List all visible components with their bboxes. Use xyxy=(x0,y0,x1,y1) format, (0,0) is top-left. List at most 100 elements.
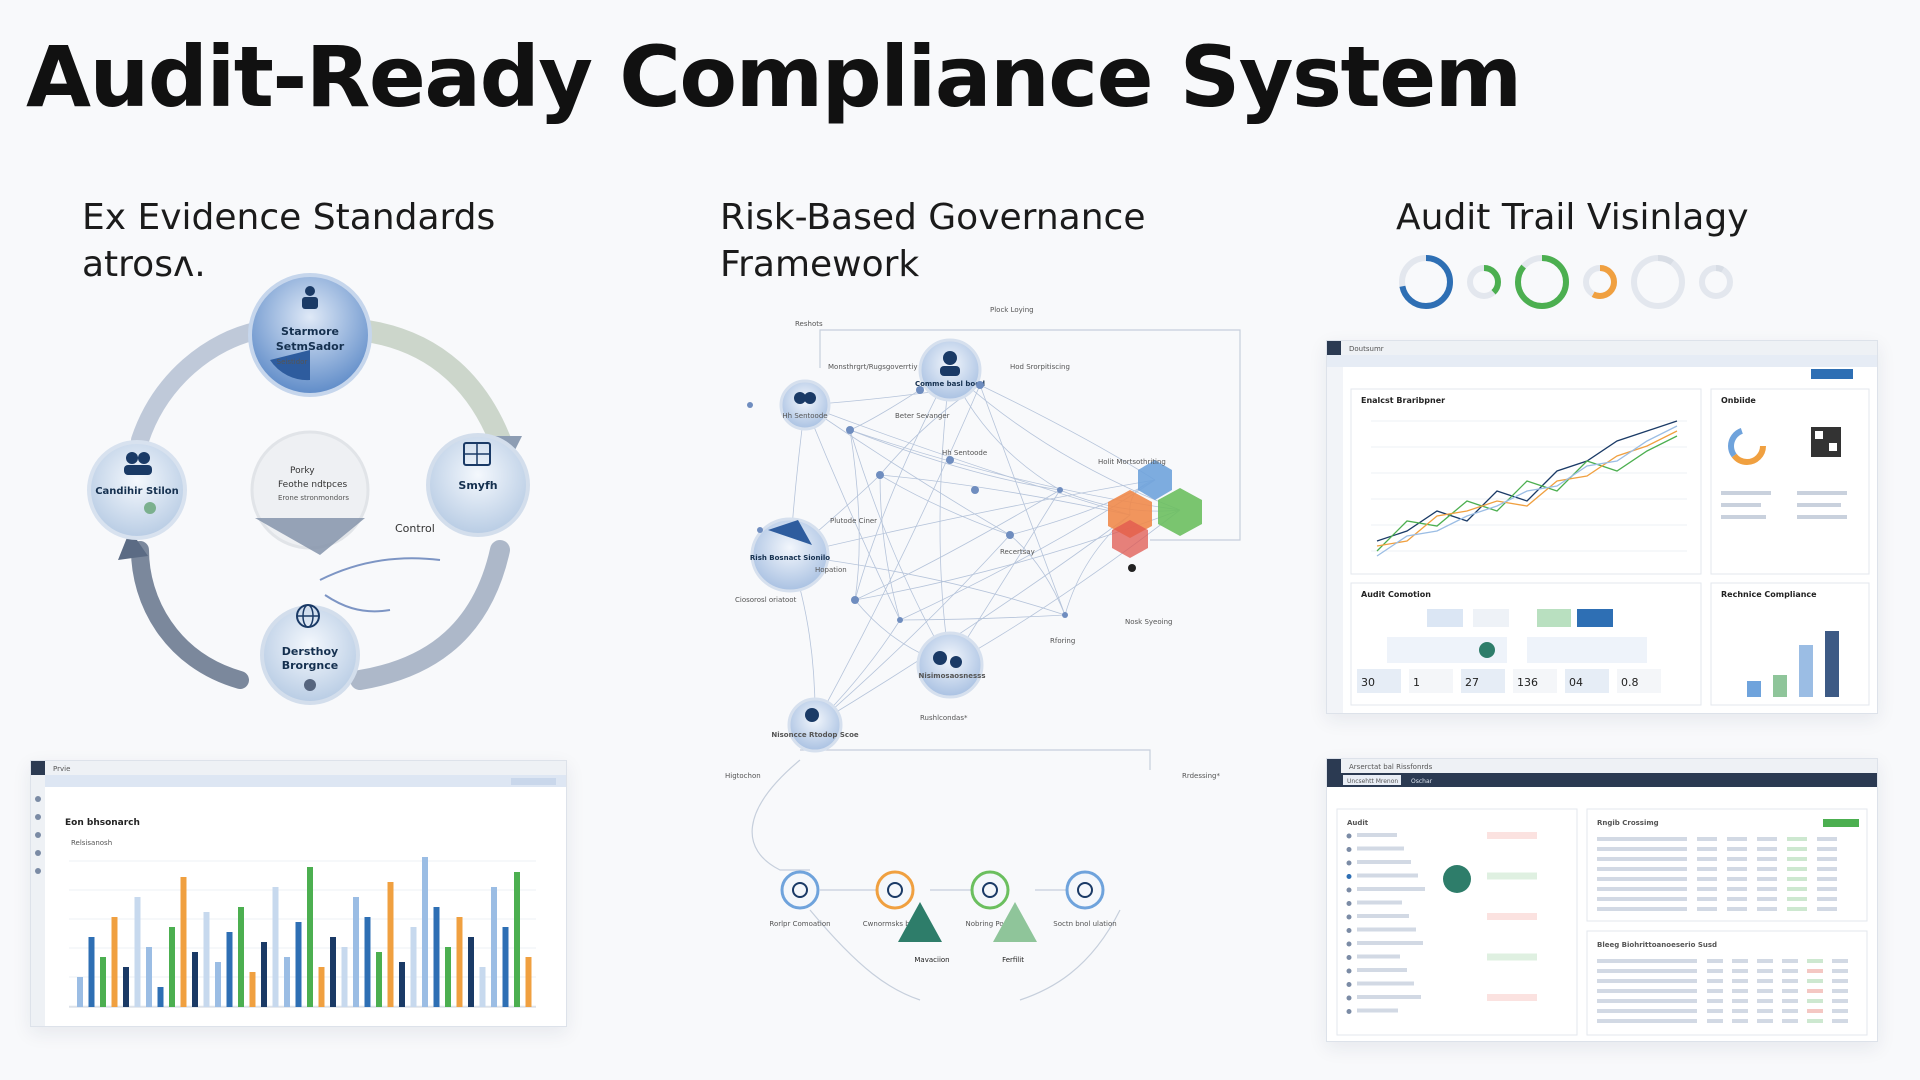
label-rforing: Rforing xyxy=(1050,637,1075,645)
sidebar-icons xyxy=(35,796,41,874)
cycle-arc-top-right xyxy=(349,319,511,451)
list-bullet xyxy=(1346,928,1352,933)
process-step-label: Rorlpr Comoation xyxy=(769,920,830,928)
panel1-button xyxy=(1823,819,1859,827)
node-center-line1: Porky xyxy=(290,466,315,476)
metric-tile xyxy=(1617,669,1661,693)
governance-network-diagram: Comme basl bood Hh Sentoode Rish Bosnact… xyxy=(725,306,1241,1001)
node-bottom-line2: Brorgnce xyxy=(282,659,338,672)
list-bullet xyxy=(1346,995,1352,1001)
governance-title-line1: Risk-Based Governance xyxy=(720,197,1146,238)
evidence-dashboard-window[interactable]: Prvie Eon bhsonarch Relsisanosh xyxy=(30,760,567,1027)
list-item xyxy=(1357,981,1414,986)
bar xyxy=(261,942,267,1007)
table-row xyxy=(1597,979,1697,983)
bottom-triangles: Mavaciion Ferfilit xyxy=(898,902,1037,964)
bar xyxy=(88,937,95,1007)
bar xyxy=(318,967,325,1007)
list-bullet xyxy=(1346,833,1352,839)
node-hh-label: Hh Sentoode xyxy=(782,412,827,420)
bar xyxy=(491,887,497,1007)
audit-list xyxy=(1346,832,1537,1014)
audit-table-window[interactable]: Arserctat bal Rissfonrds Uncsehtt Mrenon… xyxy=(1326,758,1878,1042)
list-title: Audit xyxy=(1347,819,1369,827)
list-bullet xyxy=(1346,847,1352,852)
audit-progress-rings xyxy=(1399,255,1733,309)
progress-ring xyxy=(1467,265,1501,299)
cycle-arc-right-bottom xyxy=(350,540,510,690)
bar xyxy=(123,967,129,1007)
progress-ring xyxy=(1699,265,1733,299)
evidence-title-line1: Ex Evidence Standards xyxy=(82,197,496,238)
label-hod: Hod Srorpitiscing xyxy=(1010,363,1070,371)
status-badge xyxy=(1487,832,1537,839)
label-hh-2: Hh Sentoode xyxy=(942,449,987,457)
node-center-line2: Feothe ndtpces xyxy=(278,480,348,490)
label-higtochon: Higtochon xyxy=(725,772,761,780)
list-bullet xyxy=(1346,968,1352,974)
label-monsthrgrt: Monsthrgrt/Rugsgoverrtiy xyxy=(828,363,917,371)
bar xyxy=(502,927,509,1007)
tab-1: Uncsehtt Mrenon xyxy=(1347,778,1398,785)
node-top-line2: SetmSador xyxy=(276,340,345,353)
node-nisoncce: Nisoncce Rtodop Scoe xyxy=(771,697,859,753)
bar xyxy=(100,957,106,1007)
audit-card1-title: Audit Comotion xyxy=(1361,590,1431,599)
primary-button xyxy=(1811,369,1853,379)
evidence-title-line2: atrosʌ. xyxy=(82,244,206,285)
bar xyxy=(146,947,152,1007)
bar xyxy=(192,952,198,1007)
node-top-line1: Starmore xyxy=(281,325,339,338)
table-row xyxy=(1597,837,1687,841)
list-item xyxy=(1357,941,1423,945)
label-hopation: Hopation xyxy=(815,566,847,574)
list-item xyxy=(1357,995,1421,999)
audit-dashboard-window[interactable]: Doutsumr Enalcst Braribpner Onbiide Audi… xyxy=(1326,340,1878,714)
process-step-label: Cwnormsks baned xyxy=(863,920,927,928)
audit-panel-title: Onbiide xyxy=(1721,396,1756,405)
audit2-window-app: Arserctat bal Rissfonrds xyxy=(1349,763,1433,771)
process-step-icon xyxy=(970,870,1010,910)
table-row xyxy=(1597,1019,1697,1023)
list-bullet xyxy=(1346,887,1352,893)
label-ciosorosl: Ciosorosl oriatoot xyxy=(735,596,797,604)
bar xyxy=(272,887,279,1007)
node-comme: Comme basl bood xyxy=(915,338,985,402)
list-item xyxy=(1357,846,1404,851)
line-chart xyxy=(1371,420,1687,557)
globe-icon xyxy=(1443,865,1471,893)
bar xyxy=(111,917,118,1007)
risk-cluster xyxy=(1108,460,1202,572)
list-bullet xyxy=(1346,955,1352,960)
bar xyxy=(422,857,428,1007)
table-row xyxy=(1597,867,1687,871)
node-center-sub: Erone stronmondors xyxy=(278,494,349,502)
metric-tile xyxy=(1409,669,1453,693)
cloud-icon xyxy=(794,392,816,404)
node-comme-label: Comme basl bood xyxy=(915,380,985,388)
label-plutode: Plutode Ciner xyxy=(830,517,877,525)
progress-ring-track xyxy=(1631,255,1685,309)
bar xyxy=(249,972,256,1007)
audit-table xyxy=(1597,837,1848,1023)
gear-icon xyxy=(805,708,819,722)
label-rushcondas: Rushlcondas* xyxy=(920,714,968,722)
list-item xyxy=(1357,968,1407,972)
bar xyxy=(456,917,463,1007)
audit-card2-title: Rechnice Compliance xyxy=(1721,590,1817,599)
arrow-head xyxy=(118,530,148,560)
list-item xyxy=(1357,954,1400,959)
node-nisoncce-label: Nisoncce Rtodop Scoe xyxy=(771,731,859,739)
bar xyxy=(330,937,336,1007)
node-bottom: Dersthoy Brorgnce xyxy=(260,604,360,705)
control-label: Control xyxy=(395,522,435,535)
list-item xyxy=(1357,927,1416,932)
table-row xyxy=(1597,857,1687,861)
audit-section-title: Audit Trail Visinlagy xyxy=(1396,197,1749,238)
node-rish-label: Rish Bosnact Sionilo xyxy=(750,554,830,562)
bar xyxy=(215,962,221,1007)
bar xyxy=(410,927,417,1007)
list-item xyxy=(1357,873,1418,878)
list-bullet xyxy=(1346,874,1352,879)
evidence-cycle-diagram: Starmore SetmSador Seistidor Candihir St… xyxy=(87,273,530,705)
